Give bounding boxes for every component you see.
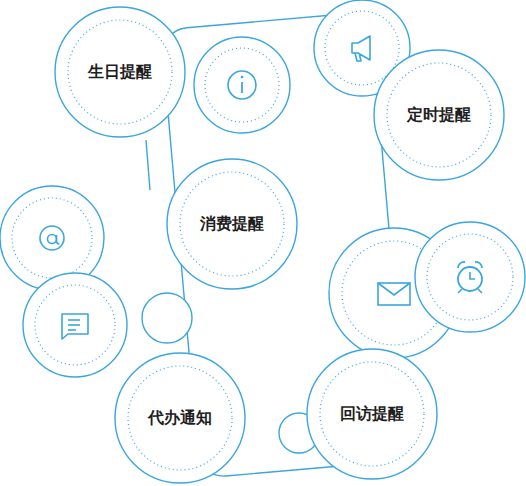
info-icon-circle [194,37,290,133]
phone-side-button [146,140,150,190]
chat-icon-circle [23,273,127,377]
text-holder: 回访提醒 [306,348,438,480]
text-holder: 生日提醒 [54,6,186,138]
reminder-circle: 回访提醒 [306,348,438,480]
text-holder: 定时提醒 [373,49,505,181]
plain-circle [142,293,192,343]
text-holder: 代办通知 [114,352,246,484]
alarm-icon-circle [415,222,525,332]
reminder-label: 回访提醒 [340,404,404,425]
text-holder: 消费提醒 [166,158,298,290]
reminder-label: 代办通知 [148,408,212,429]
reminder-label: 消费提醒 [200,214,264,235]
reminder-circle: 定时提醒 [373,49,505,181]
reminder-circle: 消费提醒 [166,158,298,290]
reminder-label: 生日提醒 [88,62,152,83]
reminder-circle: 代办通知 [114,352,246,484]
reminder-label: 定时提醒 [407,105,471,126]
reminder-circle: 生日提醒 [54,6,186,138]
